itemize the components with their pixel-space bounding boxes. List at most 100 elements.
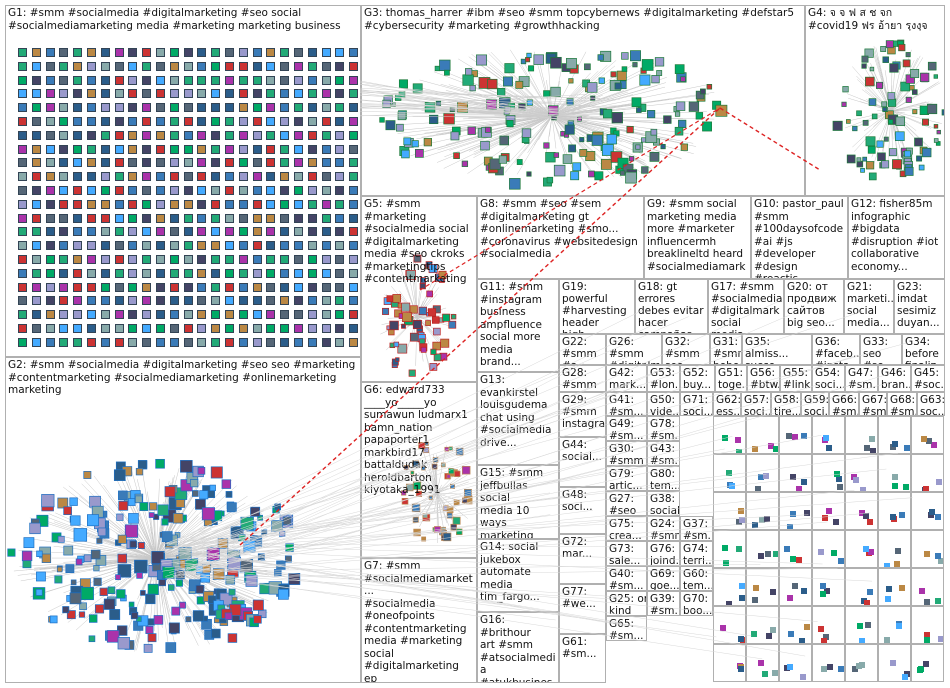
small-group-label: G72: mar... <box>562 536 593 560</box>
g1-node <box>252 61 262 71</box>
small-group-cell: G73: sale... <box>606 541 647 566</box>
g1-node <box>252 310 262 320</box>
g1-node <box>238 61 248 71</box>
cluster-node <box>397 111 407 121</box>
cluster-node <box>147 633 157 643</box>
small-group-cell: G40: #sm... <box>606 566 647 591</box>
small-group-label: G58: tire... <box>774 394 801 416</box>
g1-node <box>225 255 234 264</box>
cluster-node <box>706 84 713 90</box>
cluster-node <box>421 536 427 542</box>
g1-node <box>73 255 83 264</box>
cluster-node <box>509 178 521 190</box>
g1-node <box>321 117 331 126</box>
g1-node <box>183 117 193 126</box>
cluster-node <box>164 486 176 498</box>
g1-node <box>156 268 165 278</box>
g1-node <box>18 144 27 154</box>
tiny-group-cell <box>746 454 779 492</box>
g1-node <box>307 186 317 195</box>
cluster-node <box>895 131 905 141</box>
tiny-group-cell <box>845 454 878 492</box>
g1-node <box>45 48 55 57</box>
g1-node <box>100 172 110 182</box>
g1-node <box>280 199 290 209</box>
cluster-node <box>516 159 523 165</box>
g1-node <box>349 144 359 154</box>
small-group-cell: G23: imdat sesimiz duyan... <box>894 279 945 334</box>
cluster-node <box>175 498 186 508</box>
tiny-group-cell <box>911 644 944 682</box>
g1-node <box>280 241 290 251</box>
small-group-cell: G60: tem... <box>680 566 713 591</box>
g1-node <box>349 75 359 85</box>
cluster-node <box>225 491 233 498</box>
small-group-label: G34: before finaliz... <box>905 336 944 364</box>
g1-node <box>45 296 55 306</box>
cluster-node <box>568 78 574 84</box>
g1-node <box>238 310 248 320</box>
group-label-g9: G9: #smm social marketing media more #ma… <box>647 198 746 279</box>
cluster-node <box>590 95 596 101</box>
g1-node <box>73 117 83 126</box>
g1-node <box>142 268 152 278</box>
tiny-node <box>870 447 877 453</box>
g1-node <box>225 213 234 223</box>
cluster-node <box>621 52 629 60</box>
g1-node <box>252 241 262 251</box>
g1-node <box>211 172 221 182</box>
g1-node <box>280 75 290 85</box>
cluster-node <box>439 59 451 72</box>
g1-node <box>87 61 96 71</box>
cluster-node <box>579 149 588 157</box>
g1-node <box>280 282 290 292</box>
g1-node <box>211 213 221 223</box>
small-group-label: G53: #lon... <box>650 367 679 391</box>
tiny-group-cell <box>713 568 746 606</box>
group-panel-g4: G4: จ จ ฟ ส ช จก #covid19 ฟร อ้ายา รฺงงฺ… <box>805 5 945 196</box>
cluster-node <box>389 320 399 331</box>
g1-node <box>183 241 193 251</box>
g1-node <box>128 186 138 195</box>
cluster-node <box>225 574 236 585</box>
tiny-node <box>895 623 902 630</box>
g1-node <box>87 310 96 320</box>
tiny-node <box>818 625 825 632</box>
g1-node <box>87 117 96 126</box>
cluster-node <box>936 129 941 135</box>
cluster-node <box>54 575 63 584</box>
cluster-node <box>195 584 205 594</box>
small-group-label: G46: bran... <box>881 367 910 391</box>
cluster-node <box>865 161 875 170</box>
g1-node <box>142 213 152 223</box>
g1-node <box>87 172 96 182</box>
g1-node <box>294 61 303 71</box>
small-group-label: G70: boo... <box>683 593 713 616</box>
tiny-node <box>930 442 937 449</box>
cluster-node <box>521 128 532 138</box>
cluster-node <box>429 114 439 125</box>
tiny-group-cell <box>812 530 845 568</box>
g1-node <box>238 89 248 99</box>
g1-node <box>238 48 248 57</box>
cluster-node <box>57 497 69 509</box>
small-group-cell: G46: bran... <box>878 365 911 392</box>
g1-node <box>59 130 69 140</box>
cluster-node <box>927 61 937 71</box>
small-group-label: G69: goe... <box>650 568 680 591</box>
g1-node <box>252 89 262 99</box>
g1-node <box>252 130 262 140</box>
tiny-node <box>734 436 741 443</box>
small-group-label: G18: gt errores debes evitar hacer campa… <box>638 281 704 333</box>
cluster-node <box>461 160 469 167</box>
tiny-node <box>884 595 891 602</box>
cluster-edge <box>890 95 903 112</box>
g1-node <box>197 117 207 126</box>
group-panel-g11: G11: #smm #instagram business ampfluence… <box>477 279 559 372</box>
cluster-node <box>284 555 292 563</box>
cluster-node <box>842 86 849 93</box>
g1-node <box>169 241 179 251</box>
tiny-node <box>757 553 764 560</box>
g1-node <box>335 158 345 168</box>
tiny-node <box>784 546 791 553</box>
